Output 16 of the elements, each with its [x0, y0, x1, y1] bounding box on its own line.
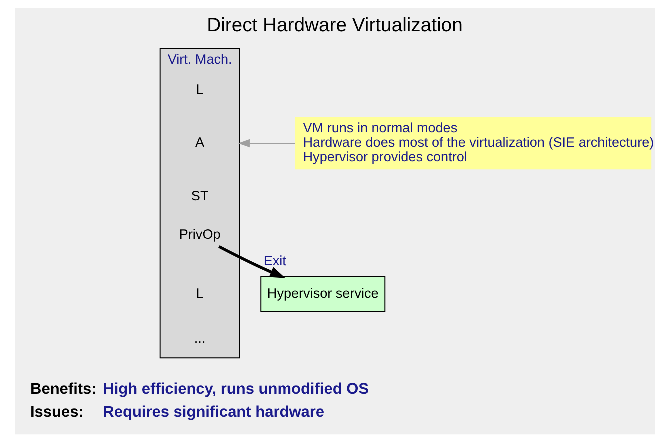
node-box: VM runs in normal modes Hardware does most of the virtualization (SIE architecture) Hypervisor provides control — [294, 117, 652, 170]
edge-label: Exit — [263, 253, 286, 268]
arrow — [218, 245, 286, 278]
node-text: A — [195, 135, 204, 150]
diagram-title: Direct Hardware Virtualization — [206, 14, 462, 37]
label: Requires significant hardware — [102, 404, 324, 422]
label: High efficiency, runs unmodified OS — [102, 380, 369, 398]
node-text: ... — [194, 330, 206, 346]
label: Issues: — [30, 404, 84, 422]
node-text: L — [196, 286, 204, 301]
arrow — [238, 139, 296, 148]
node-text: PrivOp — [178, 227, 220, 242]
node-box: Hypervisor service — [260, 276, 386, 312]
node-text: L — [196, 82, 204, 97]
node-text: ST — [190, 188, 208, 204]
label: Benefits: — [30, 380, 96, 398]
